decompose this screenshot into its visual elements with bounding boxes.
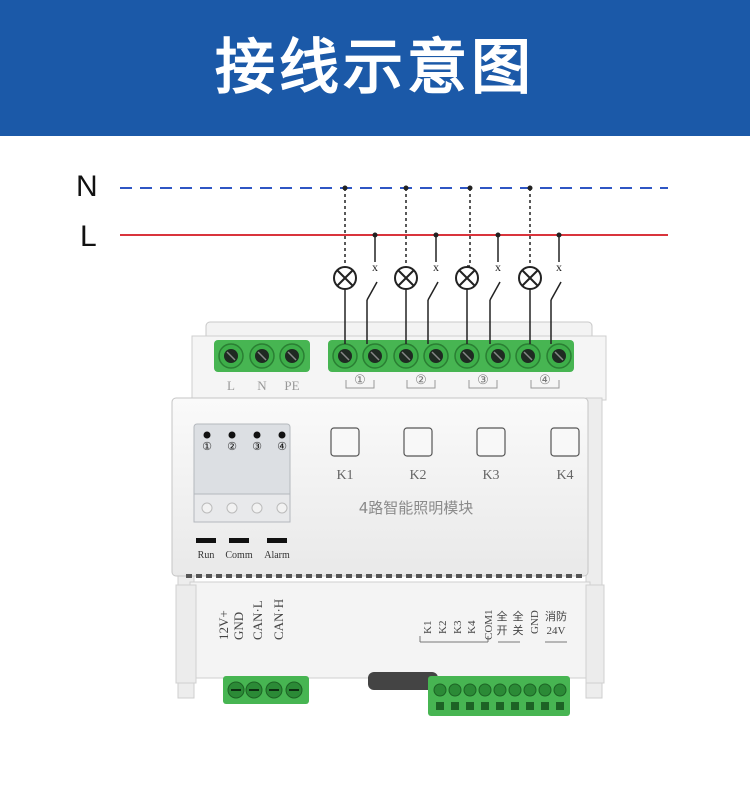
bus-terminal-label: GND xyxy=(231,612,246,640)
lamp-circuit-4 xyxy=(518,185,562,344)
input-terminal-label: K3 xyxy=(452,620,464,634)
key-label: K2 xyxy=(409,468,426,483)
output-terminal-7 xyxy=(515,343,541,369)
output-terminal-4 xyxy=(423,343,449,369)
lamp-icon xyxy=(394,266,418,290)
lamp-icon xyxy=(333,266,357,290)
input-terminal-screw xyxy=(493,683,507,697)
input-terminal-screw xyxy=(553,683,567,697)
power-terminal-label: PE xyxy=(284,378,299,393)
output-terminal-3 xyxy=(393,343,419,369)
window-led xyxy=(251,502,263,514)
module-name: 4路智能照明模块 xyxy=(359,499,474,517)
input-terminal-label: GND xyxy=(529,610,541,634)
output-terminal-block xyxy=(328,340,574,372)
input-terminal-screw xyxy=(508,683,522,697)
power-terminal-1 xyxy=(218,343,244,369)
power-terminal-label: L xyxy=(227,378,235,393)
switch-mark: x xyxy=(556,260,562,274)
header-banner: 接线示意图 xyxy=(0,0,750,136)
status-label: Alarm xyxy=(264,550,290,561)
switch-blade xyxy=(489,281,501,301)
page-title: 接线示意图 xyxy=(215,33,535,103)
key-label: K1 xyxy=(336,468,353,483)
key-button-1[interactable] xyxy=(330,427,360,457)
input-terminal-screw xyxy=(523,683,537,697)
output-channel-label: ② xyxy=(415,372,427,387)
input-terminal-screw xyxy=(478,683,492,697)
channel-led-label: ④ xyxy=(277,441,287,453)
input-terminal-screw xyxy=(538,683,552,697)
lamp-circuit-3 xyxy=(455,185,501,344)
switch-mark: x xyxy=(495,260,501,274)
lamp-icon xyxy=(455,266,479,290)
output-terminal-8 xyxy=(546,343,572,369)
input-terminal-screw xyxy=(448,683,462,697)
key-button-2[interactable] xyxy=(403,427,433,457)
channel-led xyxy=(203,431,211,439)
switch-blade xyxy=(427,281,439,301)
input-terminal-screw xyxy=(463,683,477,697)
window-led xyxy=(226,502,238,514)
window-led xyxy=(276,502,288,514)
output-terminal-1 xyxy=(332,343,358,369)
output-channel-label: ③ xyxy=(477,372,489,387)
power-terminal-3 xyxy=(279,343,305,369)
input-terminal-label: K2 xyxy=(437,621,449,634)
output-terminal-6 xyxy=(485,343,511,369)
input-terminal-label: 全开 xyxy=(497,609,508,637)
lamp-circuit-2 xyxy=(394,185,439,344)
bus-terminal-label: 12V+ xyxy=(216,610,231,640)
output-terminal-5 xyxy=(454,343,480,369)
key-button-4[interactable] xyxy=(550,427,580,457)
channel-led xyxy=(228,431,236,439)
output-channel-label: ① xyxy=(354,372,366,387)
channel-led-label: ② xyxy=(227,441,237,453)
key-label: K4 xyxy=(556,468,573,483)
input-terminal-label: COM1 xyxy=(483,609,495,640)
lamp-circuit-1 xyxy=(333,185,378,344)
input-terminal-label: 全关 xyxy=(513,609,524,637)
bus-terminal-label: CAN·H xyxy=(271,599,286,640)
channel-led-label: ③ xyxy=(252,441,262,453)
key-label: K3 xyxy=(482,468,499,483)
switch-blade xyxy=(366,281,378,301)
window-led xyxy=(201,502,213,514)
key-button-3[interactable] xyxy=(476,427,506,457)
power-terminal-2 xyxy=(249,343,275,369)
status-led xyxy=(267,538,287,543)
channel-led-label: ① xyxy=(202,441,212,453)
switch-mark: x xyxy=(433,260,439,274)
neutral-line-label: N xyxy=(76,170,98,203)
channel-led xyxy=(278,431,286,439)
output-channel-label: ④ xyxy=(539,372,551,387)
bus-terminal-label: CAN·L xyxy=(250,600,265,640)
status-led xyxy=(229,538,249,543)
live-line-label: L xyxy=(80,220,97,253)
output-terminal-2 xyxy=(362,343,388,369)
status-label: Comm xyxy=(225,550,252,561)
channel-led xyxy=(253,431,261,439)
input-terminal-screw xyxy=(433,683,447,697)
input-terminal-label: K4 xyxy=(466,620,478,634)
switch-mark: x xyxy=(372,260,378,274)
power-terminal-label: N xyxy=(257,378,267,393)
status-led xyxy=(196,538,216,543)
lamp-icon xyxy=(518,266,542,290)
switch-blade xyxy=(550,281,562,301)
status-label: Run xyxy=(198,550,215,561)
input-terminal-label: K1 xyxy=(422,621,434,634)
